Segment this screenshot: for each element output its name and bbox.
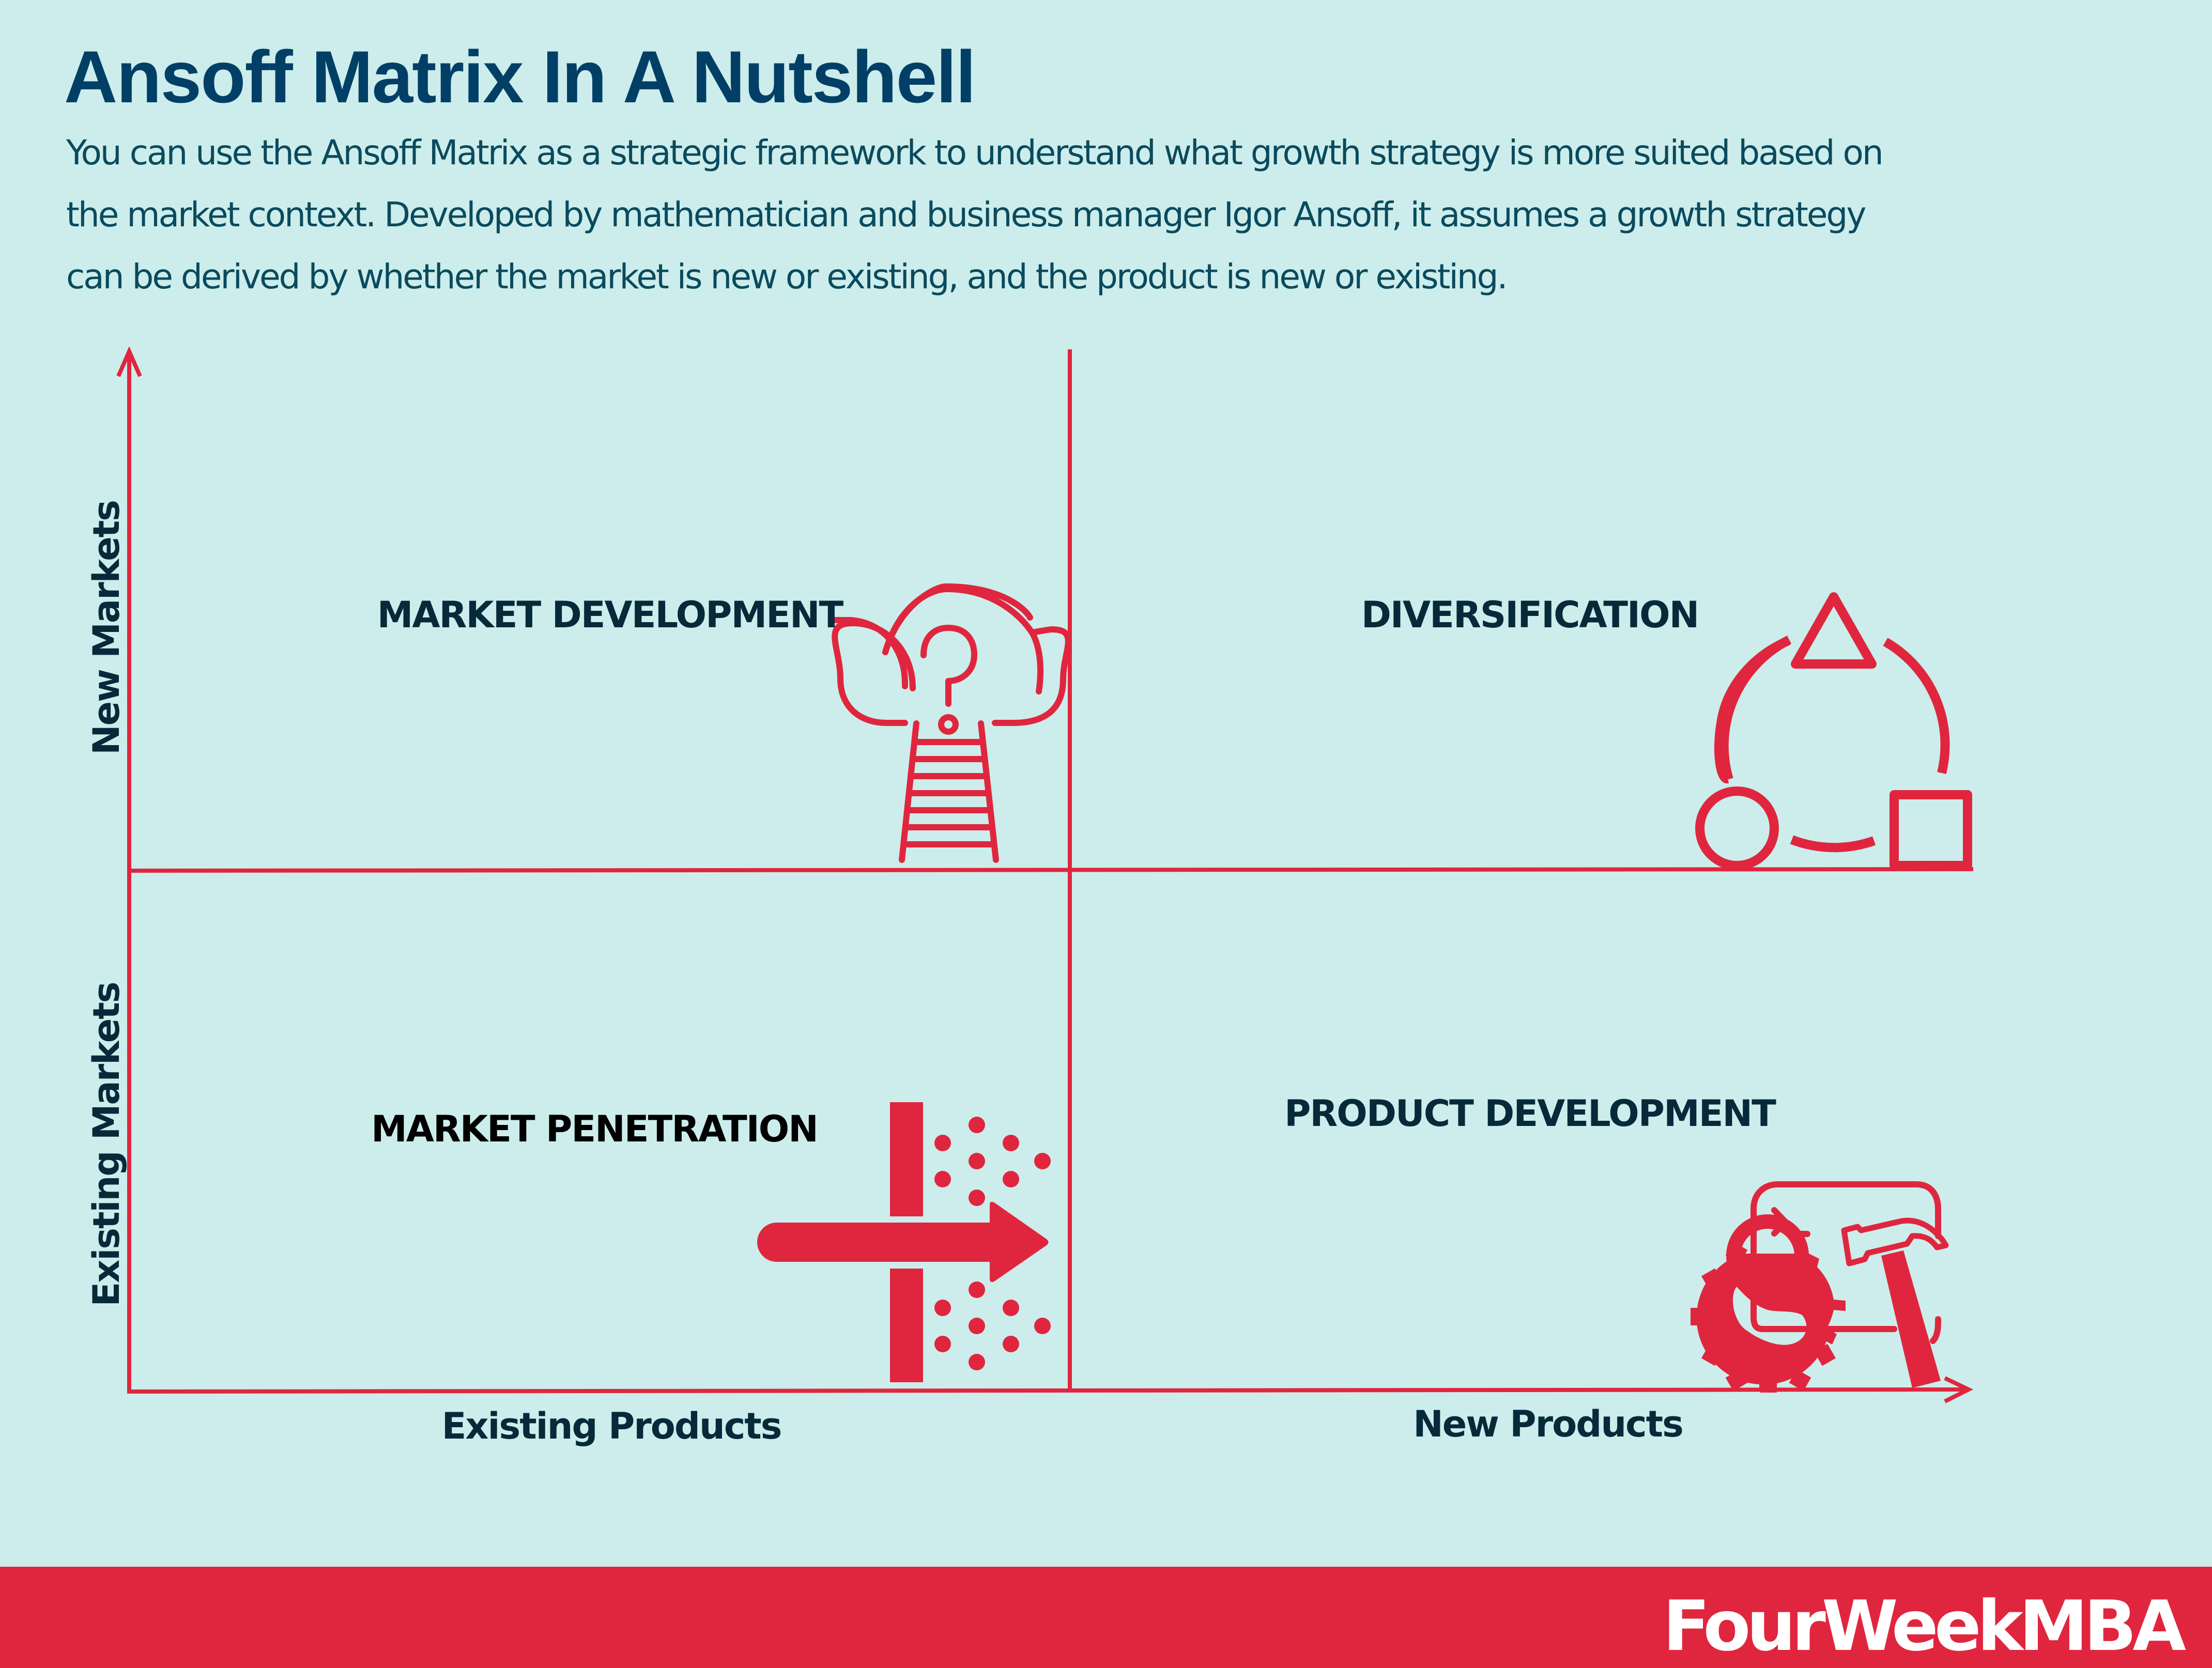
barrier-bottom bbox=[890, 1269, 923, 1382]
barrier-top bbox=[890, 1102, 923, 1216]
gear-teeth bbox=[1693, 1242, 1836, 1393]
particles-bottom bbox=[934, 1281, 1051, 1370]
terminal-window-icon bbox=[1750, 1181, 1941, 1344]
triangle-icon bbox=[1791, 592, 1877, 669]
particles-top bbox=[934, 1117, 1051, 1206]
quadrant-label-market-penetration: MARKET PENETRATION bbox=[371, 1108, 819, 1150]
intro-line: the market context. Developed by mathema… bbox=[66, 195, 1866, 235]
quadrant-label-diversification: DIVERSIFICATION bbox=[1361, 594, 1699, 636]
x-axis-line bbox=[127, 1387, 1970, 1394]
circle-icon bbox=[1695, 786, 1779, 870]
matrix-axes bbox=[116, 346, 1974, 1403]
shapes-cycle-icon bbox=[1695, 592, 1972, 870]
hammer-icon bbox=[1841, 1217, 1949, 1388]
horizontal-divider bbox=[127, 867, 1974, 873]
arrow-icon bbox=[757, 1201, 1049, 1283]
y-axis-label-new-markets: New Markets bbox=[85, 501, 128, 755]
page-title: Ansoff Matrix In A Nutshell bbox=[64, 36, 976, 118]
footer-bar: FourWeekMBA bbox=[0, 1567, 2212, 1668]
x-axis-label-new-products: New Products bbox=[1413, 1403, 1684, 1445]
square-icon bbox=[1890, 790, 1972, 870]
quadrant-label-product-development: PRODUCT DEVELOPMENT bbox=[1284, 1092, 1776, 1135]
cloud-question-ladder-icon bbox=[827, 583, 1071, 863]
quadrant-label-market-development: MARKET DEVELOPMENT bbox=[377, 594, 844, 636]
y-axis-arrow-icon bbox=[116, 346, 142, 377]
intro-line: You can use the Ansoff Matrix as a strat… bbox=[66, 133, 1884, 173]
x-axis-arrow-icon bbox=[1944, 1376, 1974, 1403]
arrow-through-barrier-icon bbox=[757, 1102, 1051, 1382]
y-axis-label-existing-markets: Existing Markets bbox=[85, 982, 128, 1307]
brand-logo: FourWeekMBA bbox=[1663, 1586, 2186, 1666]
x-axis-label-existing-products: Existing Products bbox=[441, 1405, 782, 1447]
intro-paragraph: You can use the Ansoff Matrix as a strat… bbox=[66, 122, 2133, 308]
terminal-gear-hammer-icon bbox=[1691, 1181, 1949, 1393]
intro-line: can be derived by whether the market is … bbox=[66, 257, 1508, 297]
